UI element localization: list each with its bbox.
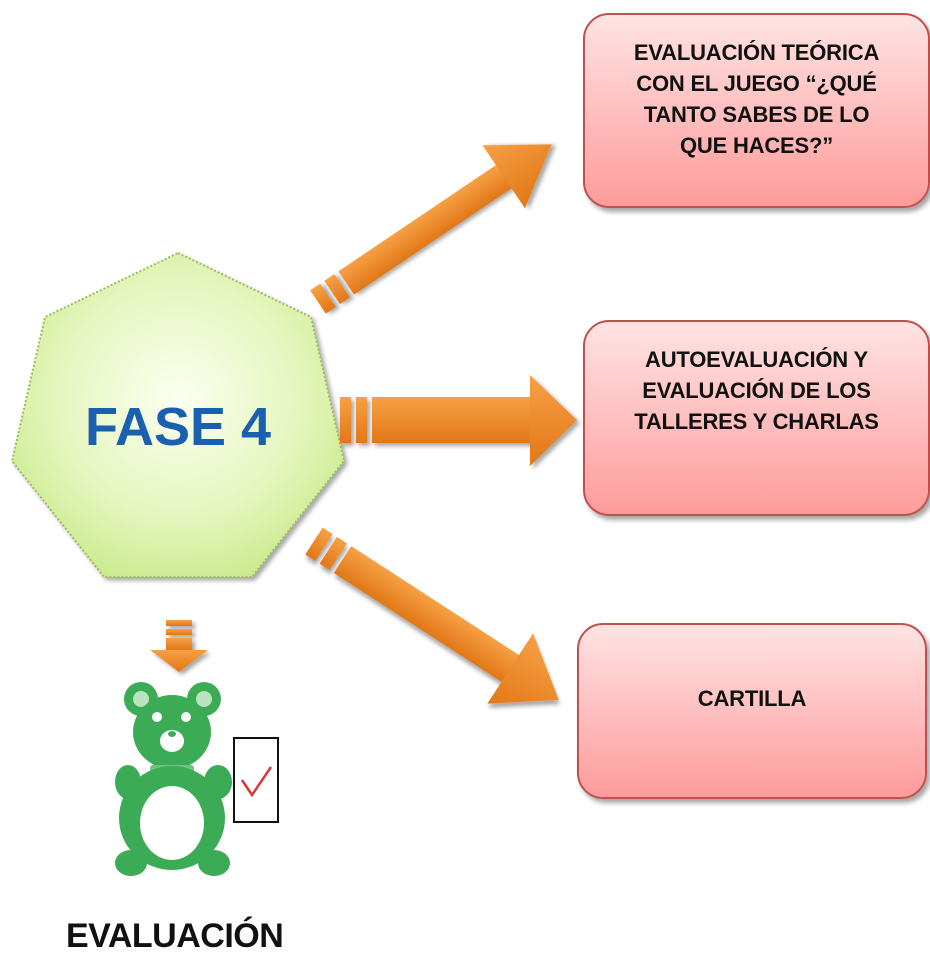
outcome-box-theory-evaluation: EVALUACIÓN TEÓRICA CON EL JUEGO “¿QUÉ TA…	[583, 13, 930, 208]
arrow-to-box-3	[305, 527, 559, 704]
arrow-to-evaluation	[150, 620, 208, 672]
teddy-bear-with-checklist-icon	[115, 682, 279, 876]
phase-title: FASE 4	[85, 397, 271, 457]
box-1-line-3: TANTO SABES DE LO	[643, 102, 870, 127]
phase-heptagon	[10, 251, 346, 578]
arrow-to-box-2	[340, 375, 577, 466]
arrow-to-box-1	[310, 144, 552, 314]
box-1-line-1: EVALUACIÓN TEÓRICA	[633, 40, 880, 65]
box-2-line-1: AUTOEVALUACIÓN Y	[645, 347, 868, 372]
evaluation-label: EVALUACIÓN	[66, 917, 284, 955]
box-1-line-4: QUE HACES?”	[679, 133, 834, 158]
box-2-line-3: TALLERES Y CHARLAS	[634, 409, 879, 434]
outcome-box-cartilla: CARTILLA	[577, 623, 927, 799]
box-3-line-1: CARTILLA	[697, 686, 807, 711]
box-2-line-2: EVALUACIÓN DE LOS	[642, 378, 871, 403]
outcome-box-self-evaluation: AUTOEVALUACIÓN Y EVALUACIÓN DE LOS TALLE…	[583, 320, 930, 516]
box-1-line-2: CON EL JUEGO “¿QUÉ	[636, 71, 877, 96]
